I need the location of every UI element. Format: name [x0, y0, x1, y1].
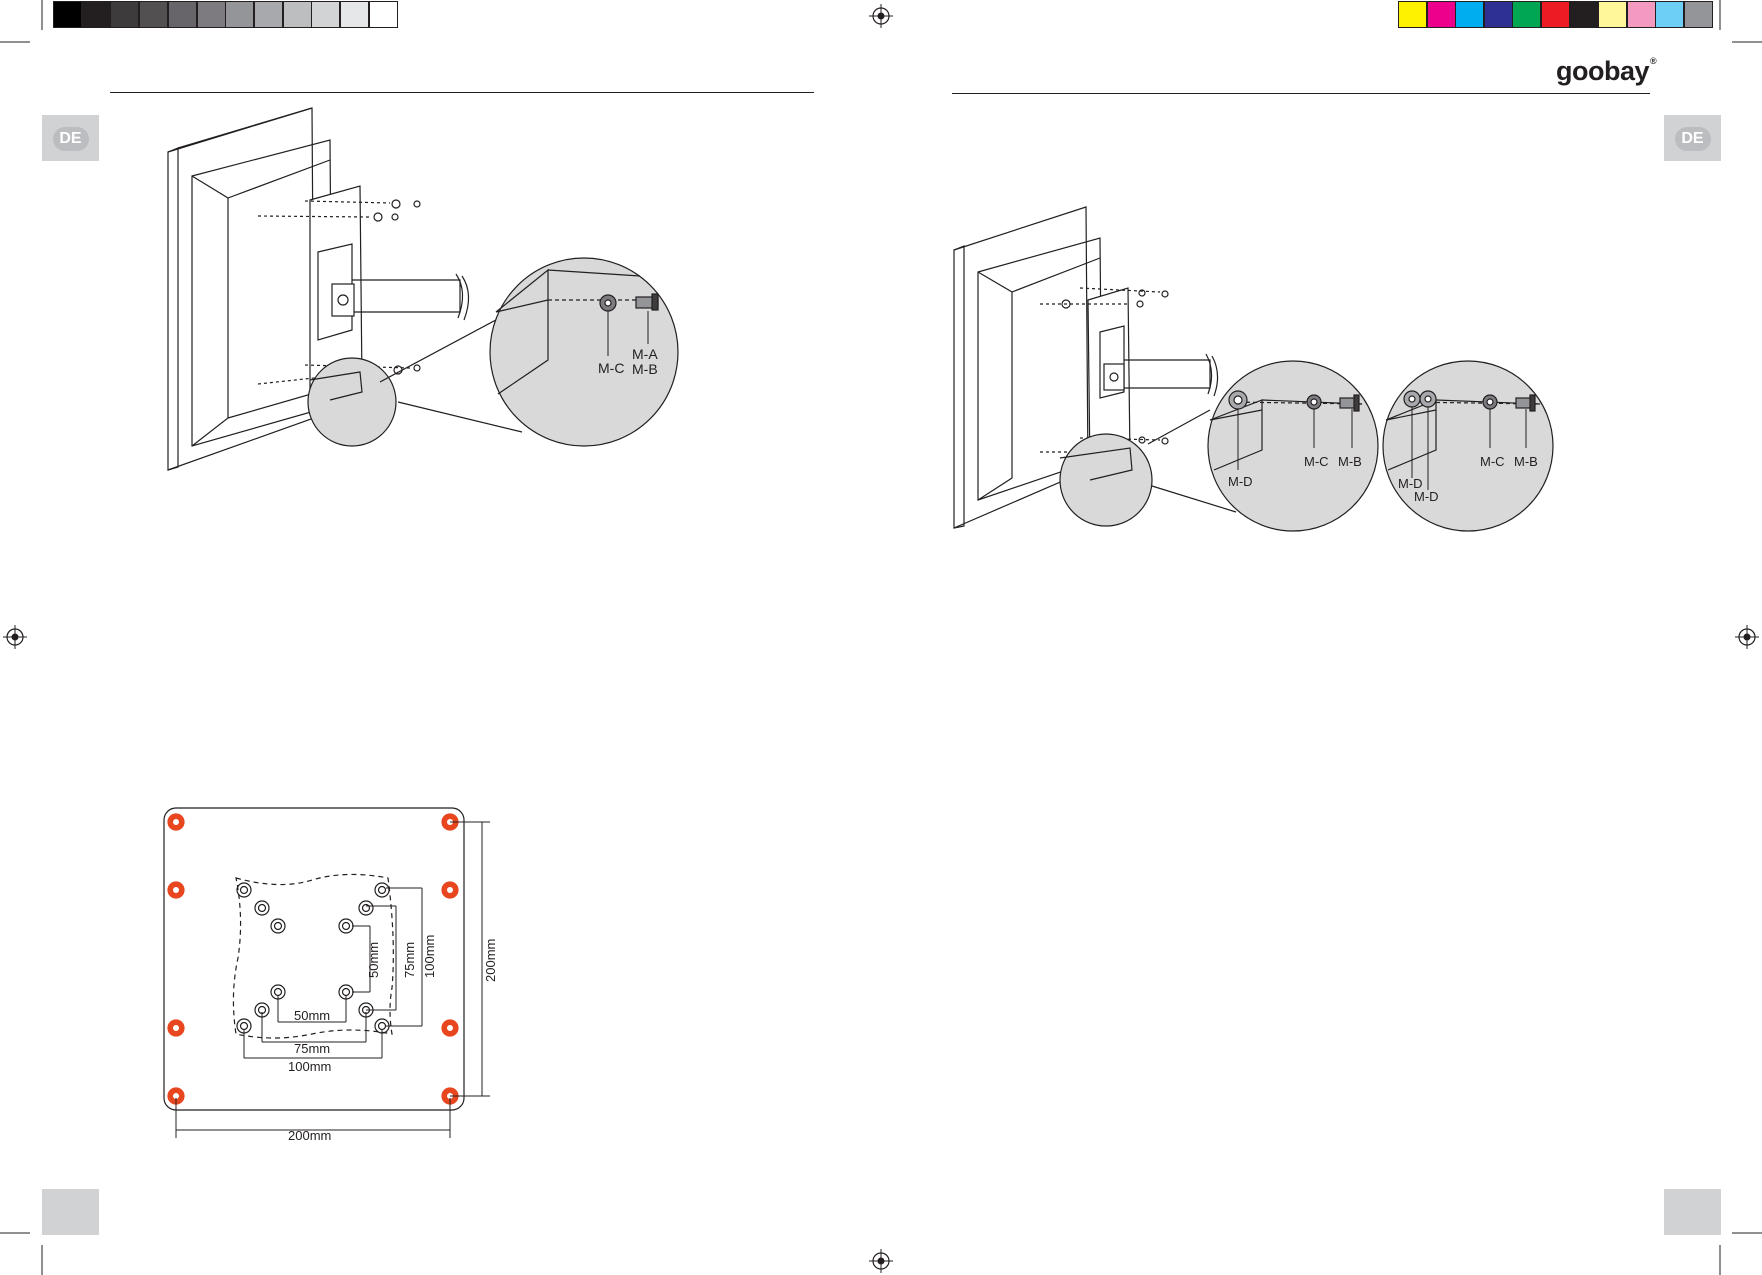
figure-2-monitor-assembly [954, 207, 1553, 531]
vesa-200-hole-center [447, 887, 453, 893]
registration-mark-right [1735, 625, 1759, 649]
label-fig2b-mb: M-B [1514, 454, 1538, 469]
registration-mark-left [3, 625, 27, 649]
vesa-hole-pattern-diagram [164, 808, 490, 1138]
vesa-dim-h-50: 50mm [294, 1008, 330, 1023]
label-fig2a-mc: M-C [1304, 454, 1329, 469]
label-fig1-mb: M-B [632, 361, 658, 377]
vesa-dim-v-100: 100mm [422, 935, 437, 978]
vesa-dim-v-75: 75mm [402, 942, 417, 978]
vesa-dim-h-200: 200mm [288, 1128, 331, 1143]
vesa-dim-h-75: 75mm [294, 1041, 330, 1056]
label-fig2a-md: M-D [1228, 474, 1253, 489]
vesa-200-hole-center [173, 819, 179, 825]
vesa-dim-h-100: 100mm [288, 1059, 331, 1074]
label-fig1-mc: M-C [598, 360, 624, 376]
vesa-dim-v-200: 200mm [483, 939, 498, 982]
registration-mark-top [869, 4, 893, 28]
vesa-200-hole-center [173, 887, 179, 893]
label-fig2a-mb: M-B [1338, 454, 1362, 469]
label-fig2b-mc: M-C [1480, 454, 1505, 469]
registration-mark-bottom [869, 1249, 893, 1273]
vesa-dim-v-50: 50mm [366, 942, 381, 978]
label-fig2b-md-2: M-D [1414, 489, 1439, 504]
vesa-200-hole-center [173, 1025, 179, 1031]
vesa-200-hole-center [447, 1025, 453, 1031]
label-fig1-ma: M-A [632, 346, 658, 362]
figure-1-monitor-assembly [168, 108, 678, 470]
